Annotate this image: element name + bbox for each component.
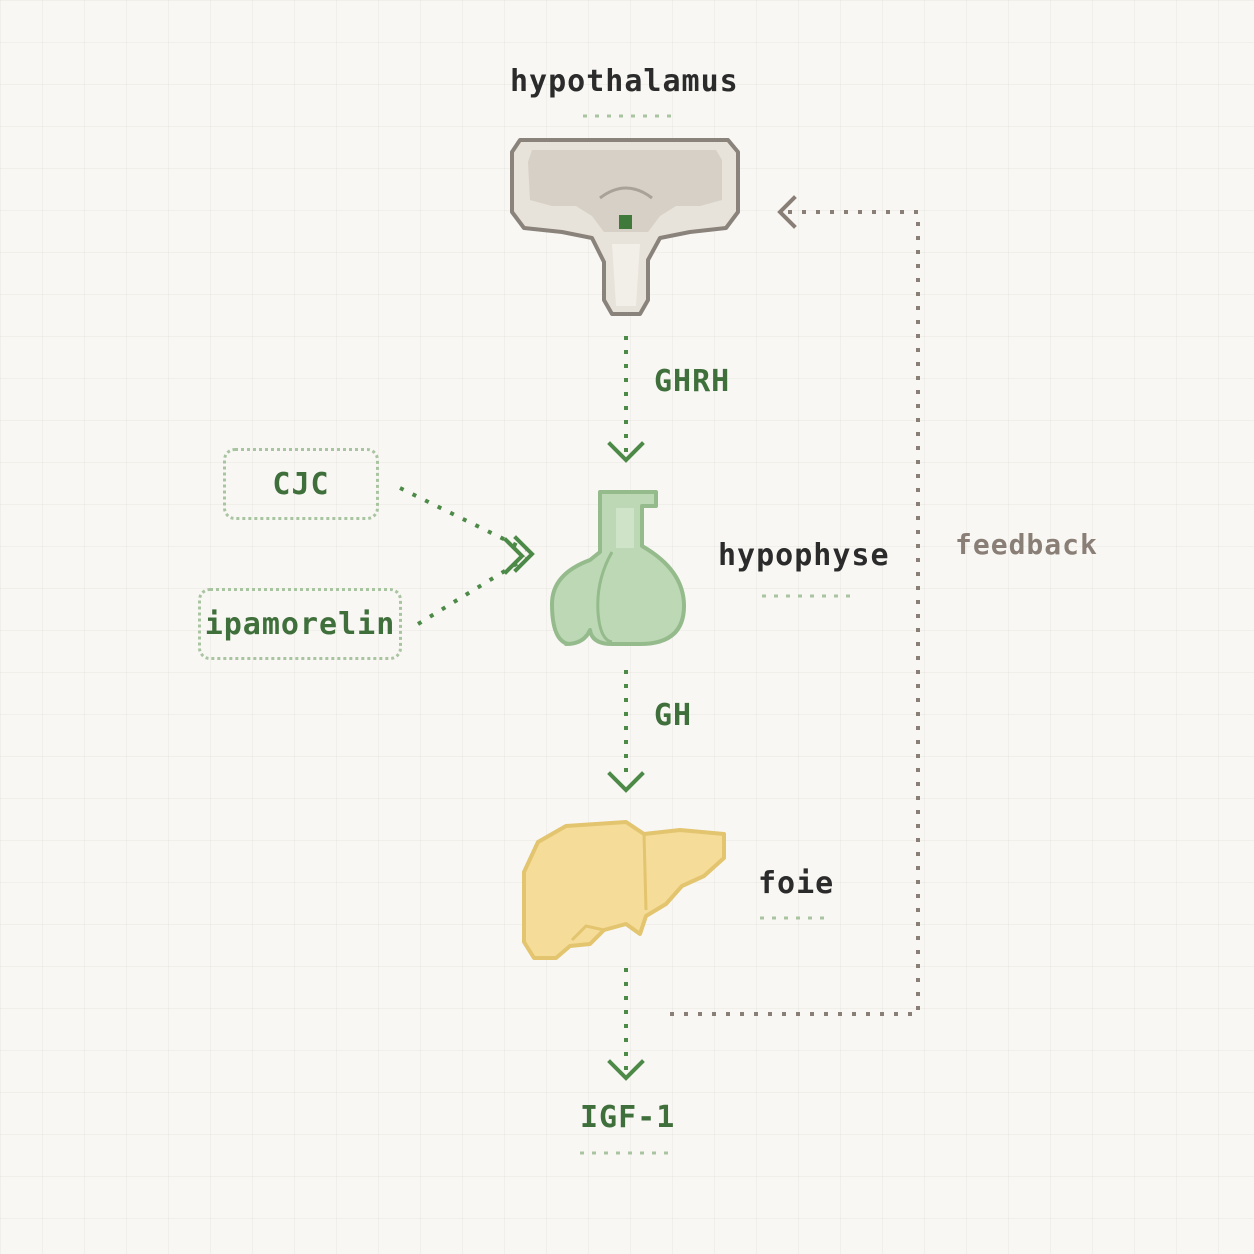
main-axis-arrows [607,336,645,1081]
liver-icon [522,820,726,960]
igf1-label: IGF-1 [580,1100,676,1135]
foie-label: foie [758,866,835,901]
hypothalamus-label: hypothalamus [510,64,739,99]
label-underlines [580,114,852,1155]
cjc-arrow [399,486,527,552]
igf1-arrow [607,968,645,1081]
ghrh-arrow [607,336,645,463]
ipamorelin-box: ipamorelin [198,588,402,660]
feedback-arrowhead [777,195,797,229]
gh-label: GH [654,698,693,733]
ghrh-label: GHRH [654,364,731,399]
gh-arrow [607,670,645,793]
peptide-arrowhead-upper [513,535,535,573]
peptide-input-arrows [399,486,535,626]
pituitary-gland-icon [550,490,686,646]
ipamorelin-label: ipamorelin [204,606,396,642]
peptide-arrowhead-lower [503,537,525,575]
hypothalamus-icon [510,138,740,316]
cjc-label: CJC [272,466,330,502]
feedback-loop [670,195,920,1016]
hypothalamus-marker [619,215,632,229]
feedback-label: feedback [955,528,1098,561]
cjc-box: CJC [223,448,379,520]
hypophyse-label: hypophyse [718,538,890,573]
